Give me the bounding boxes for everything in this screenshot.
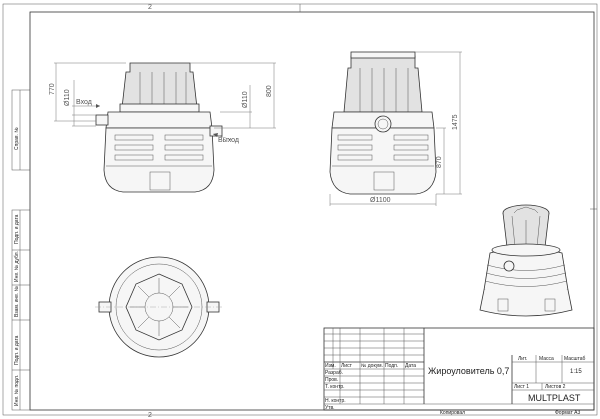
stamp-scale-value: 1:15	[570, 369, 582, 375]
stamp-format: Формат А3	[555, 410, 580, 416]
stamp-row-developer: Разраб.	[325, 370, 343, 376]
side-label-sign-1: Подп. и дата	[14, 214, 20, 244]
stamp-hdr-date: Дата	[405, 363, 416, 369]
stamp-mass-label: Масса	[539, 356, 554, 362]
stamp-hdr-sheet: Лист	[341, 363, 353, 369]
stamp-hdr-docno: № докум.	[361, 363, 383, 369]
isometric-view	[479, 204, 573, 317]
stamp-scale-label: Масштаб	[564, 356, 586, 362]
side-label-ref: Справ. №	[14, 127, 20, 150]
front-view	[54, 62, 276, 193]
stamp-hdr-rev: Изм.	[325, 363, 336, 369]
side-label-replace: Взам. инв. №	[14, 286, 20, 317]
stamp-row-norm-control: Н. контр.	[325, 398, 346, 404]
side-label-dup: Инв. № дубл.	[14, 251, 20, 282]
dim-d1100: Ø1100	[370, 197, 391, 204]
side-view	[329, 51, 462, 206]
top-view	[95, 256, 223, 358]
drawing-title: Жироуловитель 0,7	[428, 366, 509, 376]
column-mark-top: 2	[148, 4, 152, 11]
pipe-end-circle	[374, 115, 392, 133]
stamp-row-checker: Пров.	[325, 377, 338, 383]
stamp-hdr-sign: Подп.	[385, 363, 398, 369]
stamp-sheet-count: Листов 2	[545, 384, 566, 390]
dim-h770: 770	[49, 83, 56, 95]
dim-h870: 870	[436, 156, 443, 168]
stamp-row-approved: Утв.	[325, 405, 335, 411]
stamp-sheet-number: Лист 1	[514, 384, 529, 390]
side-stamp: Справ. № Подп. и дата Инв. № дубл. Взам.…	[11, 89, 31, 411]
title-block	[323, 327, 595, 411]
stamp-copied: Копировал	[440, 410, 465, 416]
side-label-sign-2: Подп. и дата	[14, 335, 20, 365]
column-mark-bottom: 2	[148, 412, 152, 419]
stamp-lit-label: Лит.	[518, 356, 527, 362]
dim-d110-left: Ø110	[64, 89, 71, 106]
label-inlet: Вход	[76, 99, 92, 106]
stamp-row-tech-control: Т. контр.	[325, 384, 345, 390]
label-outlet: Выход	[218, 137, 239, 144]
side-label-orig: Инв. № подл.	[14, 375, 20, 406]
company-name: MULTPLAST	[528, 393, 581, 403]
dim-h800: 800	[266, 85, 273, 97]
dim-h1475: 1475	[452, 114, 459, 130]
dim-d110-mid: Ø110	[242, 91, 249, 108]
inlet-pipe	[95, 114, 109, 126]
